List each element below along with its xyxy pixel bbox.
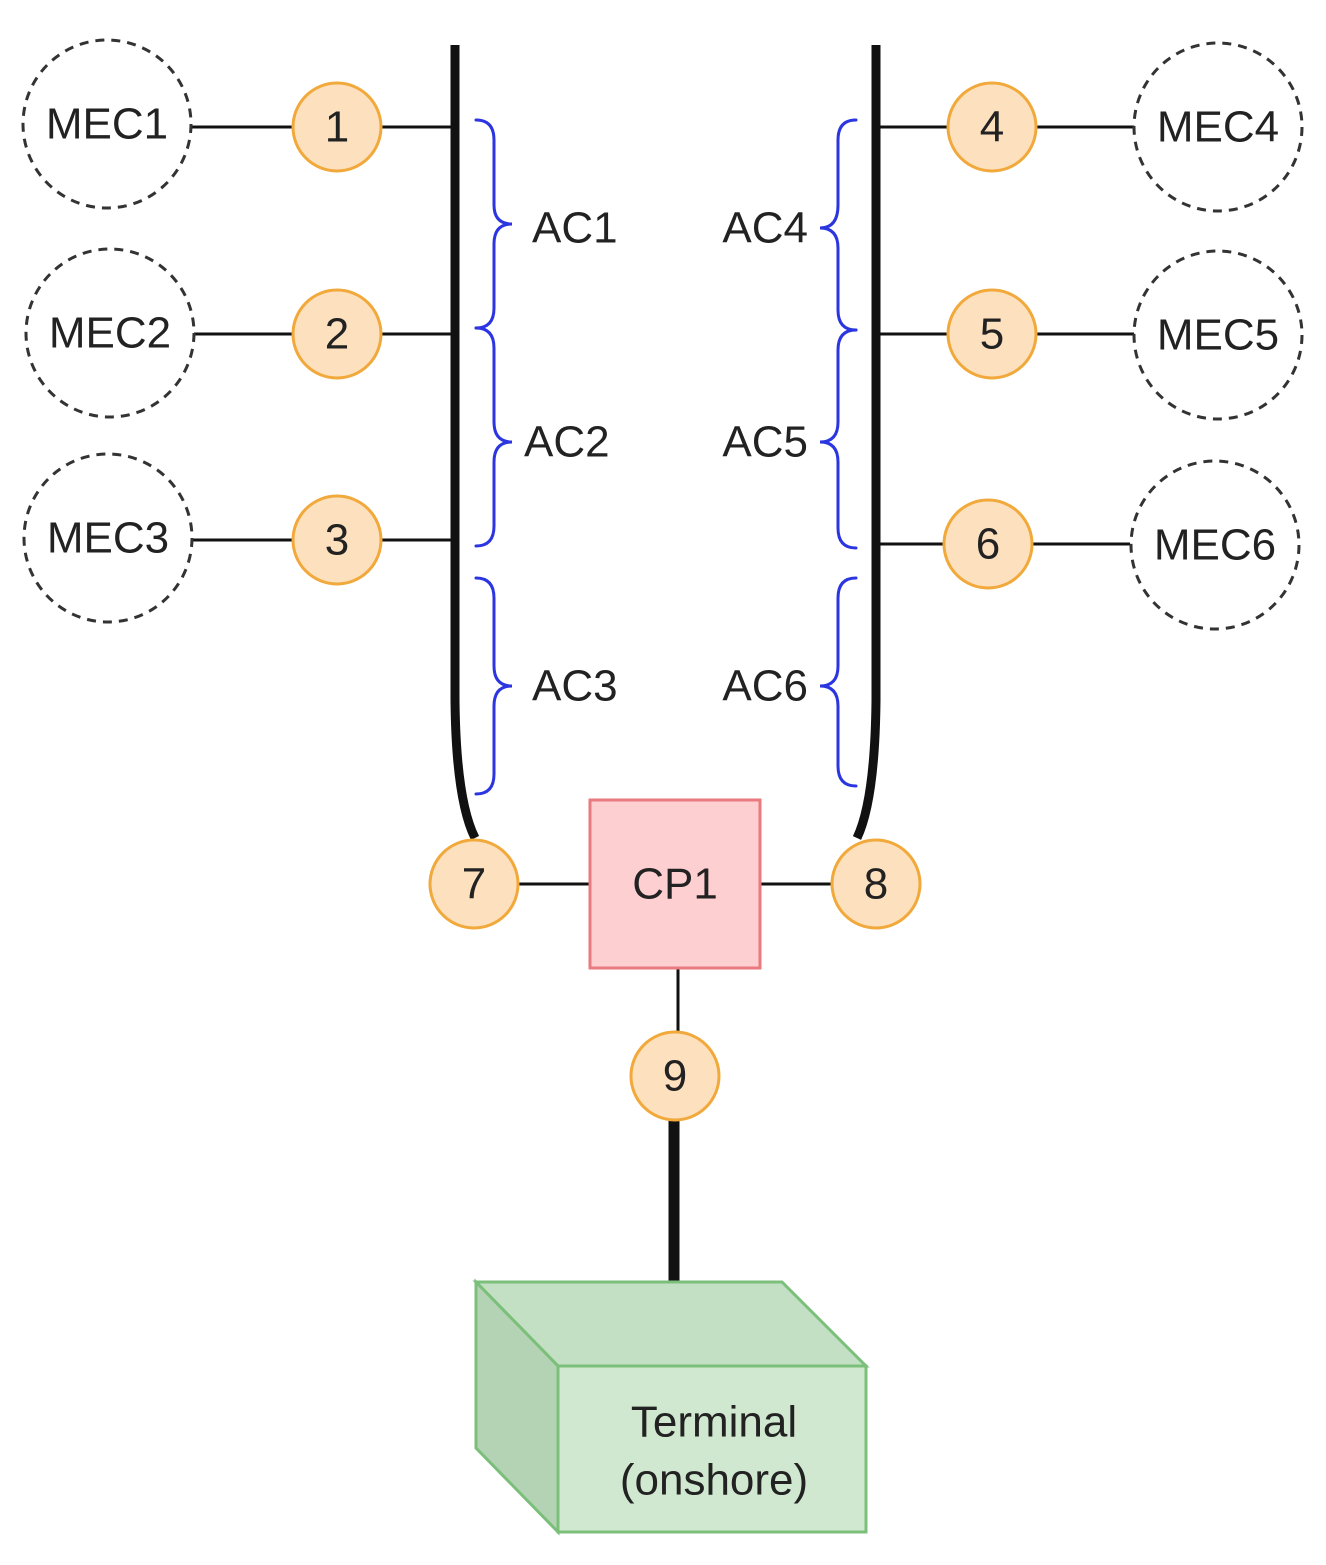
ac5-label: AC5 [722, 418, 808, 467]
mec1-label: MEC1 [46, 100, 168, 149]
node-3: 3 [291, 494, 383, 586]
node-8: 8 [830, 838, 922, 930]
ac2-label: AC2 [524, 418, 610, 467]
mec3-label: MEC3 [47, 514, 169, 563]
node-5: 5 [946, 288, 1038, 380]
node-1-label: 1 [325, 103, 349, 152]
node-8-label: 8 [864, 860, 888, 909]
mec4: MEC4 [1132, 41, 1304, 213]
terminal-label-line2: (onshore) [620, 1456, 808, 1505]
ac3-label: AC3 [532, 662, 618, 711]
mec2-label: MEC2 [49, 309, 171, 358]
node-3-label: 3 [325, 516, 349, 565]
node-4-label: 4 [980, 103, 1004, 152]
brace-ac1 [474, 118, 513, 330]
mec2: MEC2 [24, 247, 196, 419]
terminal-label-line1: Terminal [631, 1398, 797, 1447]
node-6-label: 6 [976, 520, 1000, 569]
node-7-label: 7 [462, 860, 486, 909]
brace-ac5 [819, 328, 858, 550]
node-6: 6 [942, 498, 1034, 590]
mec1: MEC1 [21, 38, 193, 210]
brace-ac6 [819, 576, 858, 788]
mec5-label: MEC5 [1157, 311, 1279, 360]
node-9-label: 9 [663, 1052, 687, 1101]
node-2-label: 2 [325, 310, 349, 359]
mec6: MEC6 [1129, 459, 1301, 631]
right-trunk-cable [852, 45, 881, 840]
mec4-label: MEC4 [1157, 103, 1279, 152]
terminal-front-face [556, 1364, 868, 1534]
collection-point-cp1: CP1 [588, 798, 762, 970]
node-4: 4 [946, 81, 1038, 173]
brace-ac4 [819, 118, 858, 332]
node-9: 9 [629, 1030, 721, 1122]
connector-lines [192, 125, 1134, 1032]
node-7: 7 [428, 838, 520, 930]
ac4-label: AC4 [722, 204, 808, 253]
mec6-label: MEC6 [1154, 521, 1276, 570]
node-5-label: 5 [980, 310, 1004, 359]
ac1-label: AC1 [532, 204, 618, 253]
cable-braces [474, 118, 858, 796]
ac6-label: AC6 [722, 662, 808, 711]
brace-ac3 [474, 576, 513, 796]
terminal-box: Terminal (onshore) [472, 1278, 870, 1536]
mec5: MEC5 [1132, 249, 1304, 421]
mec3: MEC3 [22, 452, 194, 624]
node-1: 1 [291, 81, 383, 173]
cp1-label: CP1 [632, 860, 718, 909]
left-trunk-cable [450, 45, 480, 841]
node-2: 2 [291, 288, 383, 380]
brace-ac2 [474, 326, 513, 548]
